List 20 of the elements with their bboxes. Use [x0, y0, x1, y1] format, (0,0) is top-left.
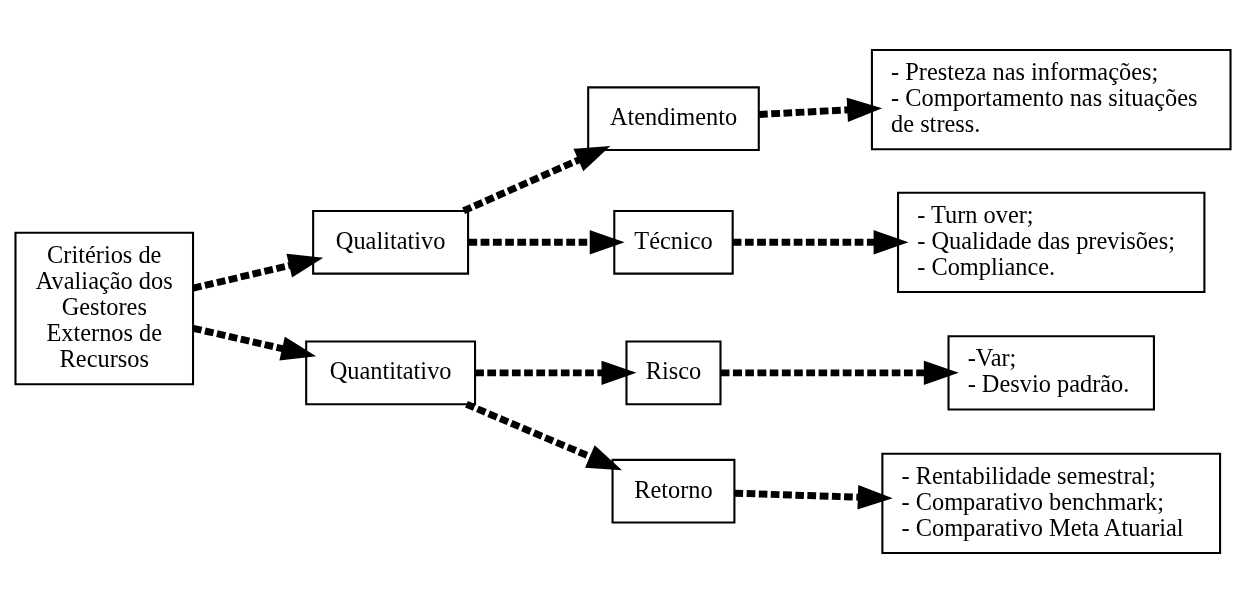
- node-box: - Rentabilidade semestral; - Comparativo benchmark; - Comparativo Meta Atuarial: [881, 452, 1222, 554]
- node-box: - Presteza nas informações; - Comportamento nas situações de stress.: [870, 48, 1232, 150]
- node-box: Atendimento: [587, 85, 760, 151]
- node-box: -Var; - Desvio padrão.: [947, 334, 1155, 410]
- arrow: [468, 229, 625, 255]
- arrow: [732, 229, 909, 255]
- arrow: [192, 253, 324, 291]
- node-box: Quantitativo: [305, 340, 477, 405]
- arrow: [192, 324, 317, 360]
- node-box: Risco: [625, 340, 722, 405]
- arrow: [462, 145, 611, 214]
- node-box: Critérios de Avaliação dos Gestores Externos de Recursos: [14, 231, 195, 385]
- node-box: Técnico: [613, 209, 734, 275]
- arrow: [475, 360, 637, 385]
- node-box: Retorno: [611, 458, 736, 524]
- arrow: [759, 97, 883, 122]
- node-box: - Turn over; - Qualidade das previsões; - Compliance.: [897, 191, 1206, 293]
- arrow: [734, 484, 893, 509]
- node-box: Qualitativo: [312, 209, 470, 275]
- arrow: [465, 400, 622, 470]
